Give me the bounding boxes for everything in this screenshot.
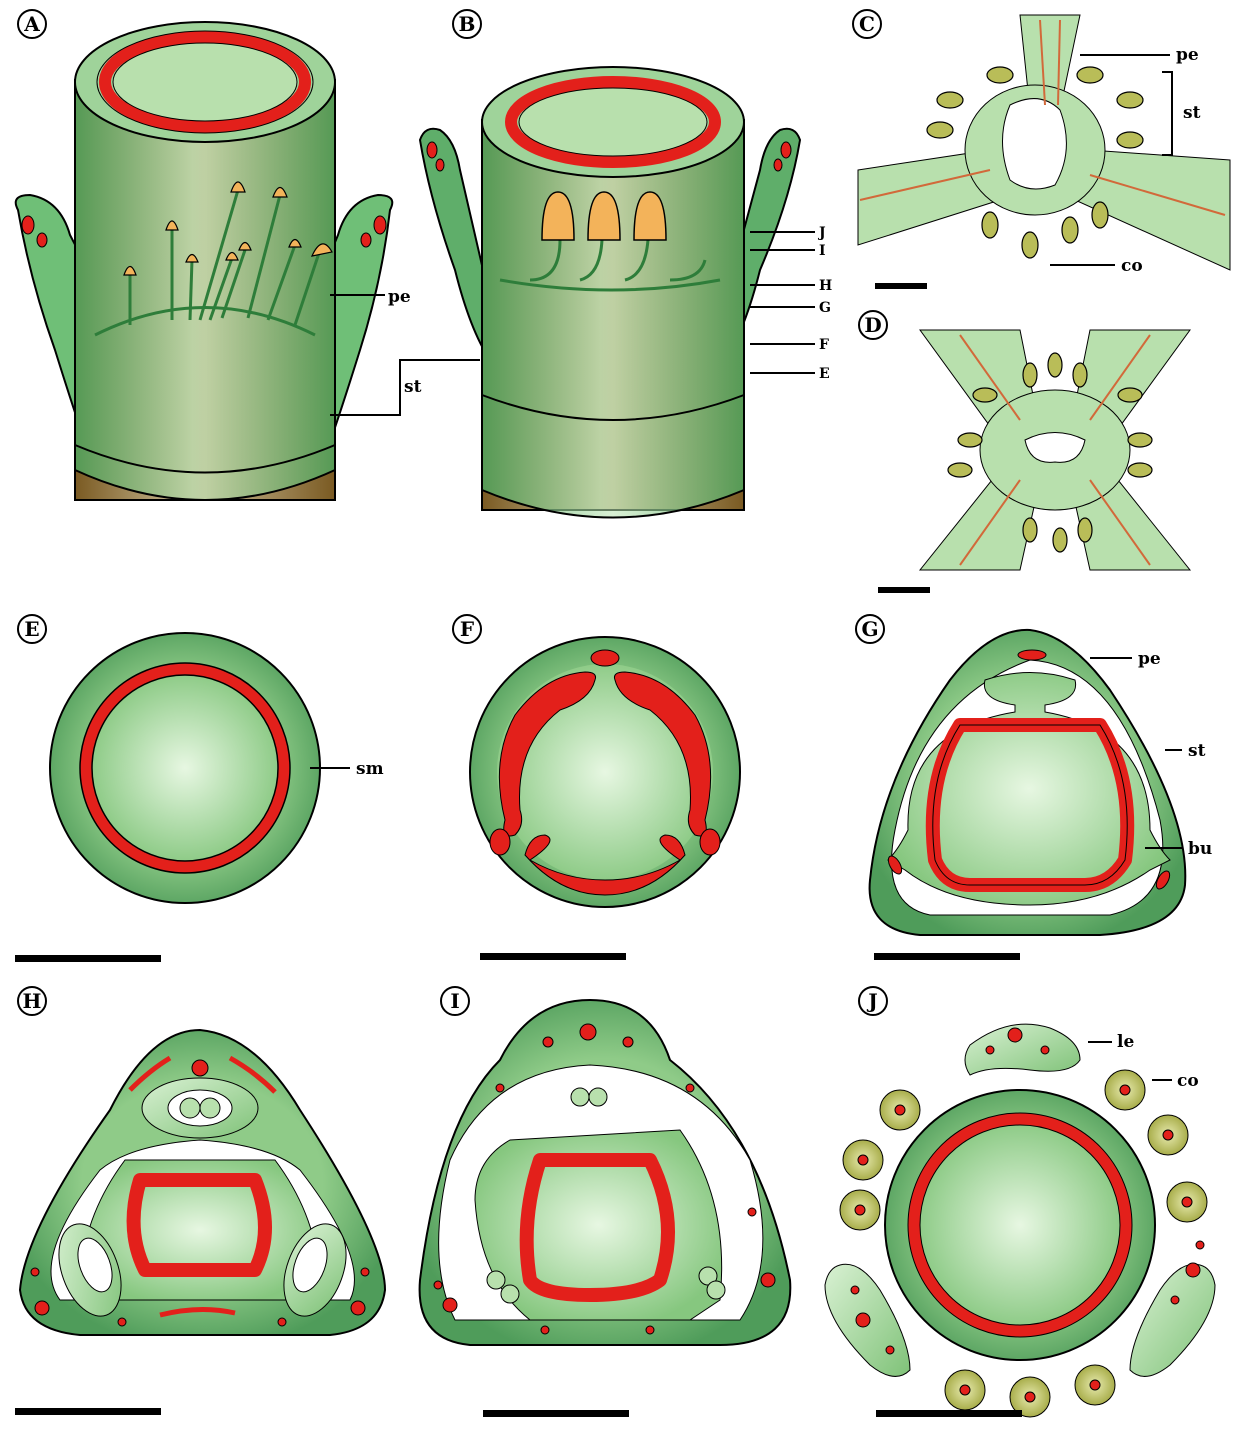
f-scale-bar (480, 953, 626, 960)
panel-f: F (453, 615, 740, 960)
panel-letter-b-badge: B (453, 10, 481, 38)
j-top-lobe (965, 1024, 1080, 1075)
panel-letter-h-badge: H (18, 987, 46, 1015)
panel-letter-a-badge: A (18, 10, 46, 38)
e-scale-bar (15, 955, 161, 962)
panel-d: D (859, 311, 1190, 593)
g-label-bu: bu (1188, 839, 1212, 859)
panel-h: H (15, 987, 385, 1415)
panel-letter-b: B (459, 12, 476, 36)
panel-letter-j-badge: J (859, 987, 887, 1015)
b-mark-g: G (819, 300, 831, 316)
panel-letter-g-badge: G (856, 615, 884, 643)
panel-letter-g: G (861, 617, 878, 641)
panel-letter-c: C (859, 12, 875, 36)
panel-letter-d-badge: D (859, 311, 887, 339)
panel-g: G pe st bu (856, 615, 1212, 960)
e-pith (92, 675, 278, 861)
b-mark-i: I (819, 243, 826, 259)
panel-letter-i: I (450, 989, 459, 1013)
c-label-co: co (1121, 256, 1143, 276)
b-mark-f: F (819, 337, 829, 353)
panel-letter-e-badge: E (18, 615, 46, 643)
panel-letter-f-badge: F (453, 615, 481, 643)
panel-j: J le co (825, 987, 1215, 1417)
j-scale-bar (876, 1410, 1022, 1417)
panel-letter-a: A (23, 12, 40, 36)
panel-letter-h: H (23, 989, 42, 1013)
d-scale-bar (878, 587, 930, 593)
b-mark-j: J (817, 225, 826, 241)
e-label-sm: sm (356, 759, 384, 779)
g-label-st: st (1188, 741, 1206, 761)
panel-letter-e: E (24, 617, 39, 641)
g-top-bundle (1018, 650, 1046, 660)
panel-letter-f: F (460, 617, 474, 641)
g-label-pe: pe (1138, 649, 1161, 669)
panel-e: E sm (15, 615, 384, 962)
a-label-st: st (404, 377, 422, 397)
h-scale-bar (15, 1408, 161, 1415)
panel-a: A pe (16, 10, 480, 500)
c-cavity (1003, 99, 1067, 189)
b-anthers (542, 192, 666, 240)
j-label-le: le (1117, 1032, 1134, 1052)
f-right-bundle (700, 829, 720, 855)
d-cavity (1025, 433, 1085, 463)
panel-letter-d: D (864, 313, 881, 337)
panel-i: I (420, 987, 791, 1417)
g-scale-bar (874, 953, 1020, 960)
panel-c: C pe st co (853, 10, 1230, 289)
b-left-lobe (420, 129, 490, 360)
b-mark-e: E (819, 366, 830, 382)
panel-letter-c-badge: C (853, 10, 881, 38)
a-label-pe: pe (388, 287, 411, 307)
j-pith (920, 1125, 1120, 1325)
b-mark-h: H (819, 278, 832, 294)
i-scale-bar (483, 1410, 629, 1417)
f-left-bundle (490, 829, 510, 855)
c-label-pe: pe (1176, 45, 1199, 65)
panel-b: B J I (420, 10, 832, 518)
panel-letter-i-badge: I (441, 987, 469, 1015)
j-label-co: co (1177, 1071, 1199, 1091)
c-label-st: st (1183, 103, 1201, 123)
f-top-bundle (591, 650, 619, 666)
c-scale-bar (875, 283, 927, 289)
panel-letter-j: J (866, 989, 877, 1013)
